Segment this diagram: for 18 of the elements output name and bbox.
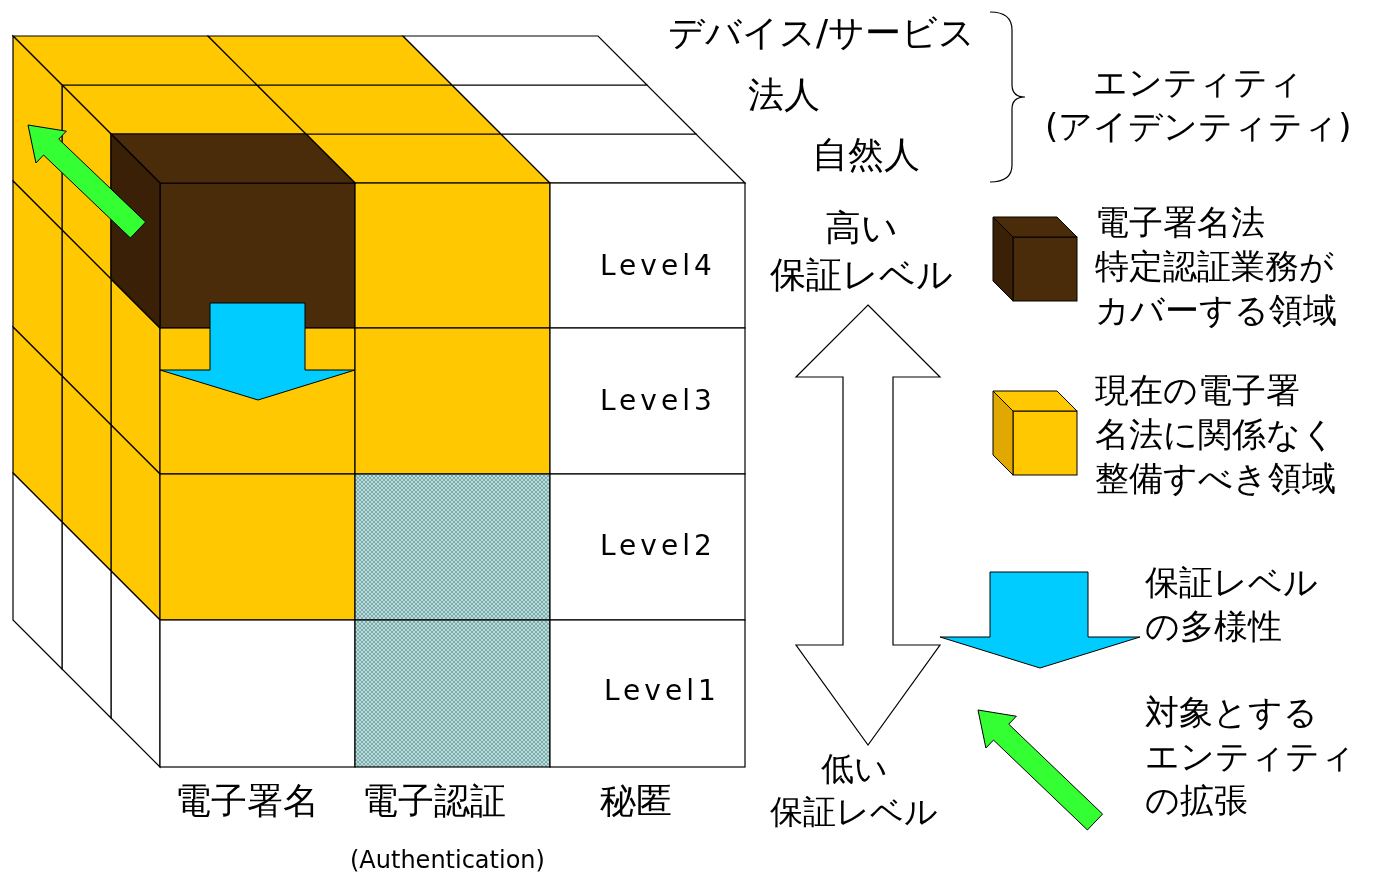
axis-label: 電子認証: [362, 779, 506, 823]
legend-text: 対象とするエンティティの拡張: [1145, 691, 1355, 823]
scale-label: 低い保証レベル: [770, 748, 938, 833]
axis-label: デバイス/サービス: [668, 11, 976, 55]
axis-label: 電子署名: [175, 779, 319, 823]
legend-text: 保証レベルの多様性: [1145, 561, 1318, 649]
legend-text: 電子署名法特定認証業務がカバーする領域: [1095, 201, 1337, 333]
axis-label: 自然人: [812, 133, 920, 177]
level-label: Level1: [604, 673, 720, 709]
axis-label: (Authentication): [350, 845, 545, 876]
axis-label: 秘匿: [600, 779, 672, 823]
level-label: Level3: [600, 383, 716, 419]
legend-text: 現在の電子署名法に関係なく整備すべき領域: [1095, 369, 1336, 501]
level-label: Level4: [600, 248, 716, 284]
scale-label: 高い保証レベル: [770, 206, 953, 297]
group-label: エンティティ (アイデンティティ): [1045, 61, 1352, 149]
axis-label: 法人: [748, 73, 820, 117]
level-label: Level2: [600, 528, 716, 564]
